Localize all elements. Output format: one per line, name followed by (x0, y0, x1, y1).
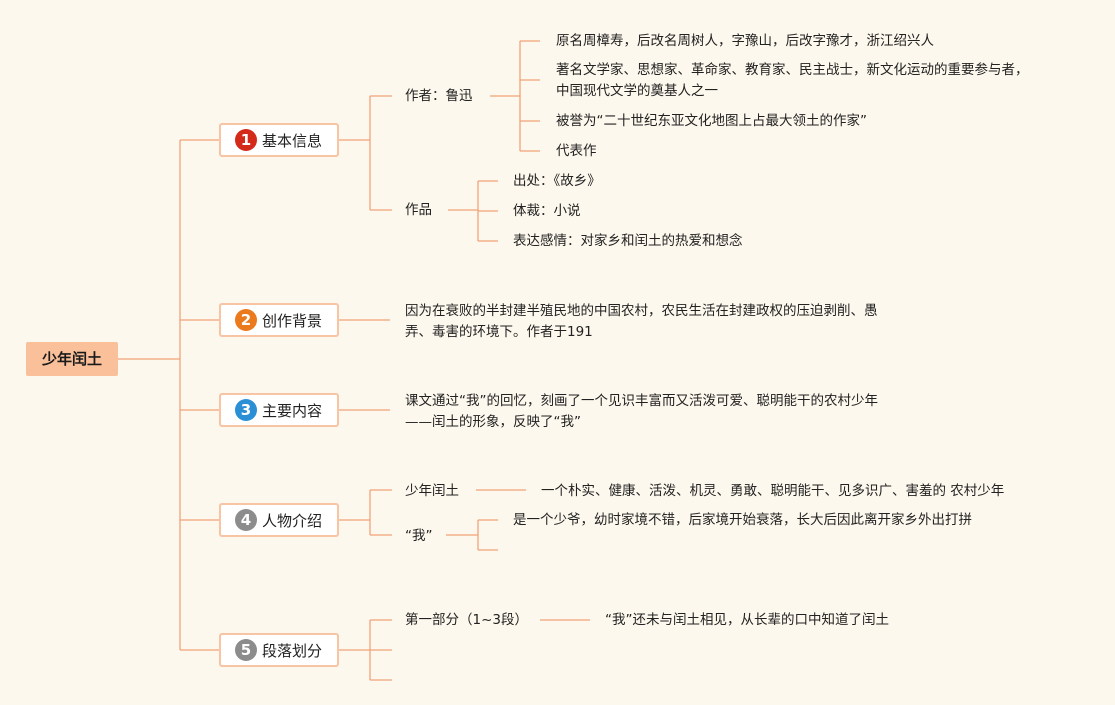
character-me-desc[interactable]: 是一个少爷，幼时家境不错，后家境开始衰落，长大后因此离开家乡外出打拼 (513, 512, 972, 528)
part-one-desc[interactable]: “我”还未与闰土相见，从长辈的口中知道了闰土 (605, 612, 889, 628)
section-label: 段落划分 (262, 641, 323, 660)
author-item[interactable]: 原名周樟寿，后改名周树人，字豫山，后改字豫才，浙江绍兴人 (556, 33, 934, 49)
section-background[interactable]: 2 创作背景 (219, 303, 339, 337)
number-5-icon: 5 (235, 639, 257, 661)
author-node[interactable]: 作者：鲁迅 (405, 88, 473, 104)
section-main-content[interactable]: 3 主要内容 (219, 393, 339, 427)
author-item[interactable]: 著名文学家、思想家、革命家、教育家、民主战士，新文化运动的重要参与者， (556, 62, 1029, 78)
section-label: 创作背景 (262, 311, 323, 330)
part-one-node[interactable]: 第一部分（1~3段） (405, 612, 528, 628)
author-item[interactable]: 代表作 (556, 143, 597, 159)
section-label: 基本信息 (262, 131, 323, 150)
section-characters[interactable]: 4 人物介绍 (219, 503, 339, 537)
section-paragraphs[interactable]: 5 段落划分 (219, 633, 339, 667)
number-4-icon: 4 (235, 509, 257, 531)
works-node[interactable]: 作品 (405, 202, 432, 218)
content-text-line[interactable]: 课文通过“我”的回忆，刻画了一个见识丰富而又活泼可爱、聪明能干的农村少年 (405, 393, 878, 409)
number-2-icon: 2 (235, 309, 257, 331)
root-topic[interactable]: 少年闰土 (26, 342, 118, 376)
number-3-icon: 3 (235, 399, 257, 421)
character-runtu-node[interactable]: 少年闰土 (405, 483, 459, 499)
character-runtu-desc[interactable]: 一个朴实、健康、活泼、机灵、勇敢、聪明能干、见多识广、害羞的 农村少年 (541, 483, 1005, 499)
background-text-line[interactable]: 弄、毒害的环境下。作者于191 (405, 324, 593, 340)
section-label: 人物介绍 (262, 511, 323, 530)
works-item[interactable]: 出处：《故乡》 (513, 173, 601, 189)
number-1-icon: 1 (235, 129, 257, 151)
character-me-node[interactable]: “我” (405, 528, 433, 544)
section-label: 主要内容 (262, 401, 323, 420)
content-text-line[interactable]: ——闰土的形象，反映了“我” (405, 414, 581, 430)
works-item[interactable]: 表达感情：对家乡和闰土的热爱和想念 (513, 233, 743, 249)
works-item[interactable]: 体裁：小说 (513, 203, 581, 219)
author-item[interactable]: 中国现代文学的奠基人之一 (556, 83, 718, 99)
section-basic-info[interactable]: 1 基本信息 (219, 123, 339, 157)
background-text-line[interactable]: 因为在衰败的半封建半殖民地的中国农村，农民生活在封建政权的压迫剥削、愚 (405, 303, 878, 319)
author-item[interactable]: 被誉为“二十世纪东亚文化地图上占最大领土的作家” (556, 113, 867, 129)
